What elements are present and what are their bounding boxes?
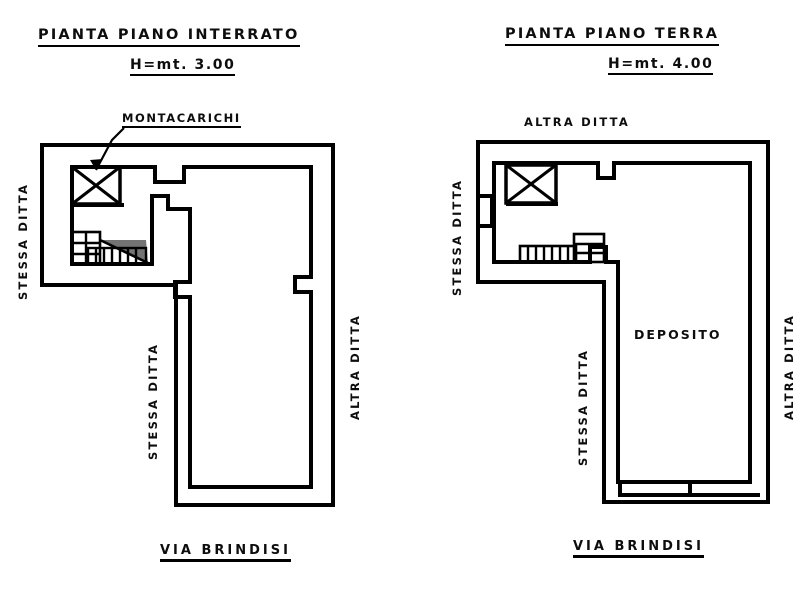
montacarichi-leader-line [95, 127, 125, 171]
ground-staircase [518, 232, 606, 264]
ground-plan-title: PIANTA PIANO TERRA [505, 27, 720, 46]
ground-inner-wall [492, 161, 752, 484]
ground-street-label: VIA BRINDISI [573, 540, 704, 558]
basement-plan-geometry [40, 127, 335, 507]
ground-outer-wall [476, 140, 770, 504]
basement-inner-wall [70, 165, 313, 489]
ground-plan-geometry [476, 140, 770, 504]
ground-plan-height: H=mt. 4.00 [608, 57, 714, 75]
ground-left-wall-jog [478, 194, 494, 228]
basement-left-edge-label: STESSA DITTA [16, 182, 30, 300]
ground-entrance-opening [618, 483, 692, 497]
basement-staircase [70, 230, 149, 266]
ground-top-edge-label: ALTRA DITTA [524, 115, 630, 129]
basement-plan-title: PIANTA PIANO INTERRATO [38, 28, 300, 47]
montacarichi-callout-label: MONTACARICHI [122, 112, 241, 128]
basement-elevator-cross-2 [71, 165, 121, 206]
basement-street-label: VIA BRINDISI [160, 544, 291, 562]
ground-left-edge-label: STESSA DITTA [450, 178, 464, 296]
ground-right-edge-label: ALTRA DITTA [782, 314, 796, 420]
ground-elevator-cross-2 [505, 163, 557, 205]
basement-right-edge-label: ALTRA DITTA [348, 314, 362, 420]
basement-inner-left-edge-label: STESSA DITTA [146, 342, 160, 460]
basement-outer-wall [40, 143, 335, 507]
basement-plan-height: H=mt. 3.00 [130, 58, 236, 76]
ground-deposito-room-label: DEPOSITO [634, 327, 722, 342]
montacarichi-arrowhead [90, 159, 103, 170]
ground-inner-left-edge-label: STESSA DITTA [576, 348, 590, 466]
